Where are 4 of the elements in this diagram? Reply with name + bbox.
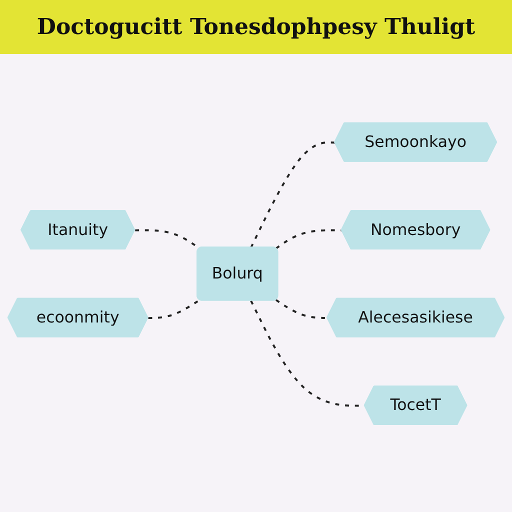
- connector: [148, 299, 200, 320]
- connector: [250, 142, 336, 248]
- connector: [275, 299, 328, 320]
- title: Doctogucitt Tonesdophpesy Thuligt: [0, 0, 512, 54]
